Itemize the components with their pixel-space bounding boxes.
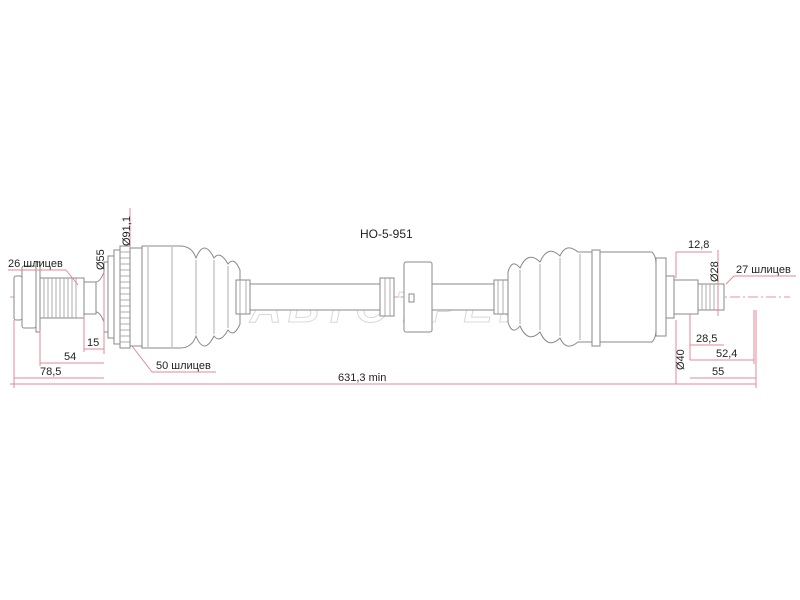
- left-bell-body: [129, 247, 143, 347]
- housing-seal: [655, 257, 667, 337]
- right-diameter-28-label: Ø28: [709, 261, 721, 282]
- left-hub-nut-tip: [13, 275, 23, 321]
- right-stub-plain: [673, 279, 699, 315]
- housing-step: [665, 275, 675, 319]
- left-boot-clamp: [235, 279, 251, 315]
- right-boot-ring: [591, 249, 601, 347]
- dim-12-8-label: 12,8: [688, 239, 709, 251]
- left-washer: [35, 261, 41, 333]
- abs-tone-ring: [119, 245, 131, 349]
- damper-tab: [408, 293, 415, 303]
- dim-15-label: 15: [87, 337, 99, 349]
- left-hub-nut: [21, 265, 37, 329]
- left-spline-stub: [39, 277, 85, 319]
- abs-ring-diameter-label: Ø91,1: [121, 216, 133, 246]
- left-bell-step1: [107, 255, 115, 339]
- dim-78-5-label: 78,5: [40, 366, 61, 378]
- left-diameter-55-label: Ø55: [95, 249, 107, 270]
- abs-ring-tooth-count-label: 50 шлицев: [156, 360, 211, 372]
- overall-length-label: 631,3 min: [338, 372, 386, 384]
- dim-28-5-label: 28,5: [696, 333, 717, 345]
- seal-diameter-40-label: Ø40: [675, 349, 687, 370]
- right-inner-joint: [493, 247, 725, 347]
- dim-55-label: 55: [712, 366, 724, 378]
- left-bell-lip: [103, 261, 109, 333]
- left-stub-shoulder: [83, 281, 97, 315]
- left-spline-count-label: 26 шлицев: [8, 258, 63, 270]
- left-bell-flare: [95, 271, 105, 323]
- right-boot-clamp: [493, 279, 509, 315]
- right-spline-count-label: 27 шлицев: [736, 264, 791, 276]
- left-dimensions: 26 шлицев Ø55 Ø91,1 50 шлицев 15 54 78,5: [8, 208, 216, 388]
- axle-shaft-inner: [431, 283, 495, 311]
- axle-shaft: [249, 283, 381, 311]
- right-dimensions: 12,8 Ø28 27 шлицев Ø40 28,5 52,4 55: [675, 239, 796, 384]
- part-number-title: HO-5-951: [360, 227, 413, 241]
- dim-54-label: 54: [64, 351, 76, 363]
- left-bell-step2: [113, 249, 121, 345]
- left-outer-joint: [13, 245, 251, 349]
- damper-collar: [379, 277, 395, 317]
- tripod-housing: [599, 251, 657, 343]
- dim-52-4-label: 52,4: [716, 348, 737, 360]
- left-cv-boot: [141, 245, 241, 349]
- dynamic-damper: [403, 261, 433, 333]
